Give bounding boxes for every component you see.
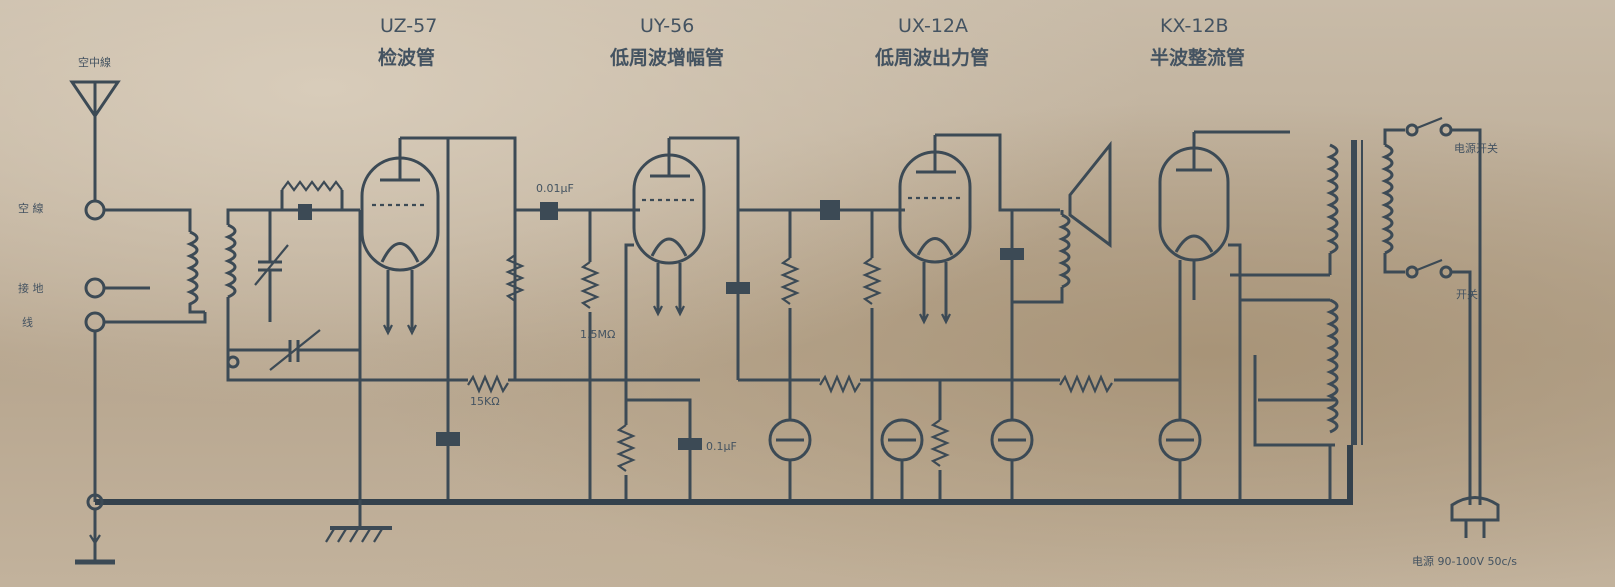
tube-3-symbol [898,135,972,325]
variable-capacitor-2 [228,329,360,371]
plate-capacitor-3 [1000,210,1024,300]
speaker-icon [1012,140,1112,304]
coupling-capacitor-1 [515,202,640,220]
grid-leak-resistor [280,180,344,210]
filter-resistor [1059,374,1113,394]
ground-symbol-left [75,509,115,565]
grid-resistor-2 [580,210,600,500]
grid-resistor-3 [862,210,882,500]
power-transformer [1326,140,1394,445]
power-plug-icon [1450,496,1500,538]
power-switch [1405,116,1453,279]
chassis-ground-symbol [325,500,392,543]
tube-2-symbol [632,138,706,317]
coupling-capacitor-2 [738,200,905,220]
power-input-label: 电源 90-100V 50c/s [1412,554,1517,568]
tube-4-symbol [1158,132,1230,300]
c-bypass-1-value: 0.1μF [706,440,737,453]
cathode-resistor-3 [930,380,950,500]
series-resistor [819,374,861,394]
tube-1-type: UZ-57 [380,15,437,37]
antenna-coil [186,230,205,314]
filament-lamp-2 [880,418,924,500]
antenna-icon [69,80,121,200]
tube-3-type: UX-12A [898,15,968,37]
ground-terminal-1 [84,277,106,299]
plate-capacitor-2 [726,210,750,330]
cathode-capacitor-2 [678,438,702,450]
r-cathode-1-value: 15KΩ [470,395,500,408]
regen-terminal [226,355,240,369]
cathode-resistor-1 [467,374,509,394]
grid-capacitor [282,204,360,220]
tube-2-role: 低周波增幅管 [609,46,724,69]
terminal-ground-label-a: 接 地 [18,282,44,295]
antenna-terminal [84,199,106,221]
tube-3-role: 低周波出力管 [874,46,989,69]
terminal-ground-label-b: 线 [22,315,33,329]
bypass-capacitor-1 [436,380,460,500]
filament-lamp-1 [768,418,812,500]
terminal-antenna-label: 空 線 [18,201,44,215]
filament-lamp-4 [1158,418,1202,500]
r-bias-1-value: 1.5MΩ [580,328,615,341]
variable-capacitor-1 [254,210,289,322]
filament-lamp-3 [990,300,1034,500]
tube-1-role: 检波管 [378,46,435,69]
tuning-coil [224,223,237,299]
cathode-resistor-2 [616,400,636,500]
tube-4-role: 半波整流管 [1150,46,1245,69]
tube-1-symbol [360,138,440,336]
switch-label-bottom: 开关 [1456,287,1478,301]
plate-resistor-1 [505,254,525,302]
ground-bus [95,445,1353,505]
ground-terminal-2 [84,311,106,333]
antenna-label: 空中線 [78,55,111,69]
c-coupling-1-value: 0.01μF [536,182,574,195]
plate-resistor-2 [780,210,800,420]
tube-4-type: KX-12B [1160,15,1229,37]
switch-label-top: 电源开关 [1454,141,1498,155]
tube-2-type: UY-56 [640,15,694,37]
